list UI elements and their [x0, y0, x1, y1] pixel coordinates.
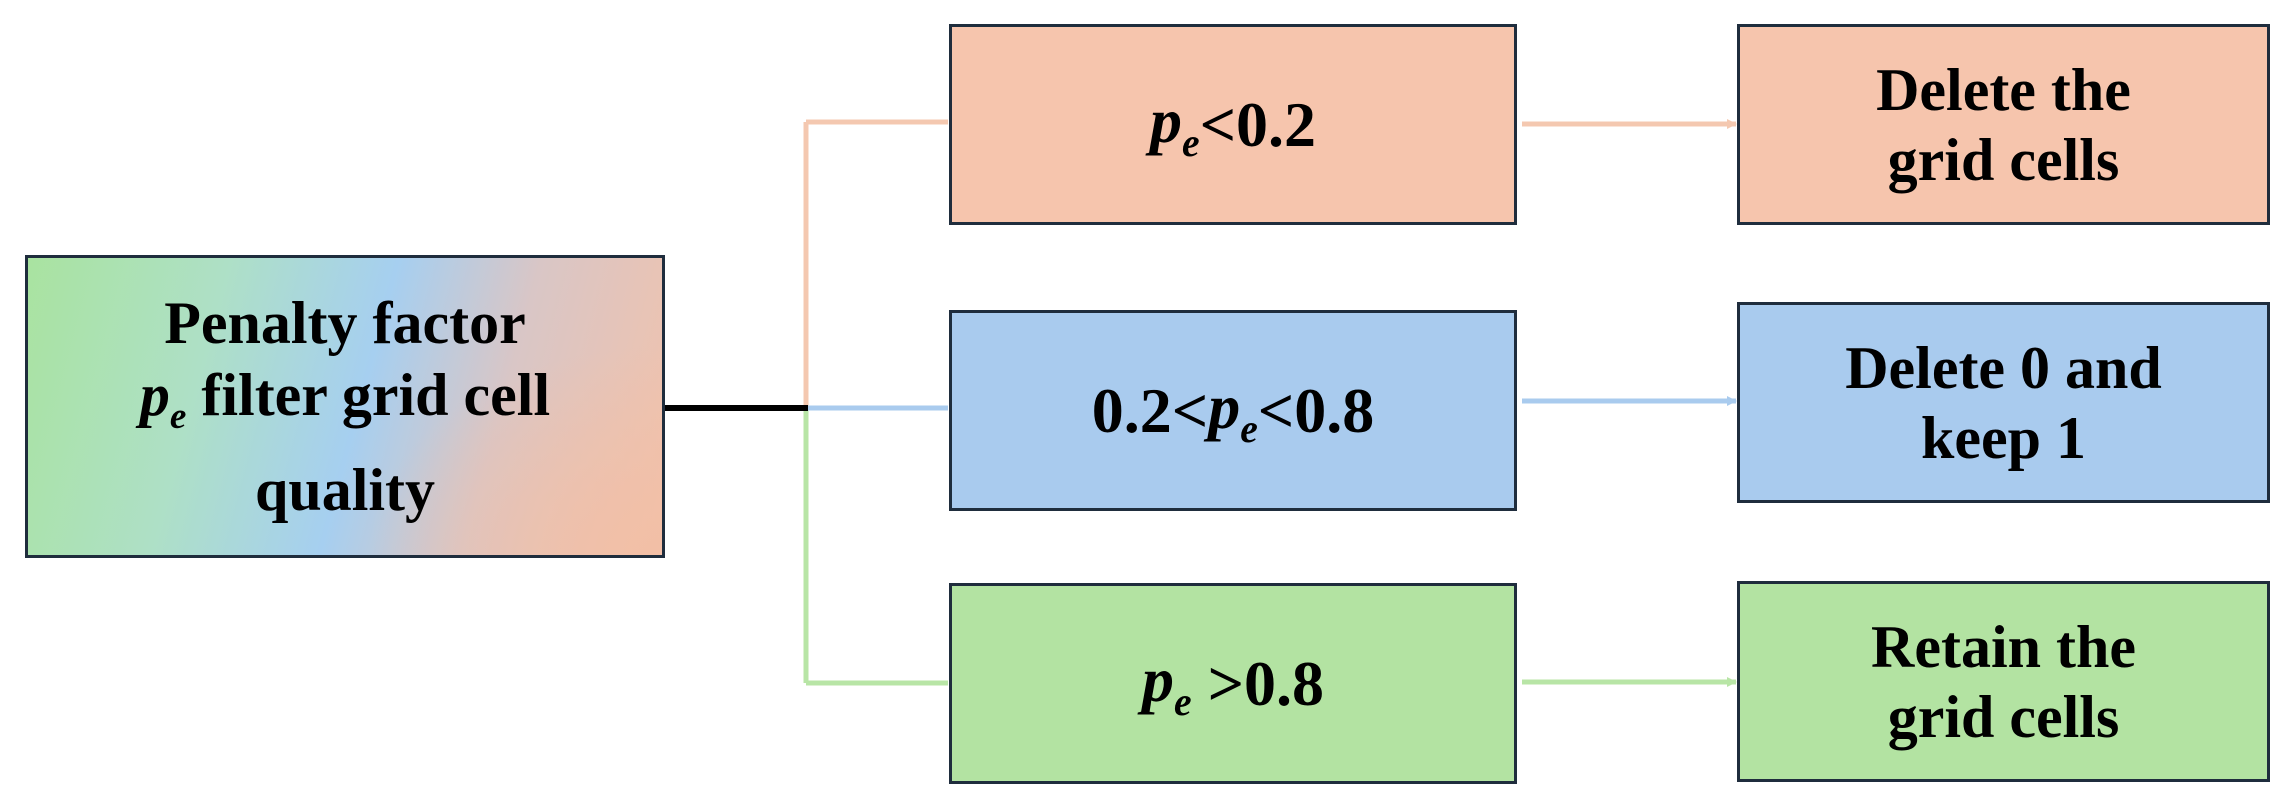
condition-box-middle: 0.2<pe<0.8 [949, 310, 1517, 511]
result-delete-line-1: Delete the [1876, 56, 2131, 123]
pe-symbol: pe [1149, 84, 1200, 165]
start-box-text: Penalty factor pe filter grid cell quali… [140, 287, 550, 525]
result-partial-line-2: keep 1 [1921, 404, 2086, 471]
start-line-2-rest: filter grid cell [201, 362, 551, 429]
condition-middle-text: <0.8 [1257, 374, 1375, 446]
result-box-delete: Delete the grid cells [1737, 24, 2270, 225]
result-retain-line-2: grid cells [1887, 683, 2120, 750]
result-box-retain: Retain the grid cells [1737, 581, 2270, 782]
result-partial-text: Delete 0 and keep 1 [1845, 333, 2162, 473]
condition-high-text: >0.8 [1191, 647, 1325, 719]
pe-symbol: pe [1141, 643, 1192, 724]
condition-box-high: pe >0.8 [949, 583, 1517, 784]
condition-low-text: <0.2 [1199, 88, 1317, 160]
start-line-3: quality [254, 456, 436, 523]
result-retain-line-1: Retain the [1871, 613, 2136, 680]
condition-box-low: pe<0.2 [949, 24, 1517, 225]
condition-middle-prefix: 0.2< [1091, 374, 1209, 446]
start-box-penalty-factor: Penalty factor pe filter grid cell quali… [25, 255, 665, 558]
start-line-2: pe filter grid cell [140, 359, 550, 453]
result-box-partial: Delete 0 and keep 1 [1737, 302, 2270, 503]
result-delete-text: Delete the grid cells [1876, 55, 2131, 195]
pe-symbol: pe [139, 362, 187, 438]
result-retain-text: Retain the grid cells [1871, 612, 2136, 752]
result-partial-line-1: Delete 0 and [1845, 334, 2162, 401]
result-delete-line-2: grid cells [1887, 126, 2120, 193]
pe-symbol: pe [1208, 370, 1258, 451]
start-line-1: Penalty factor [164, 290, 526, 357]
